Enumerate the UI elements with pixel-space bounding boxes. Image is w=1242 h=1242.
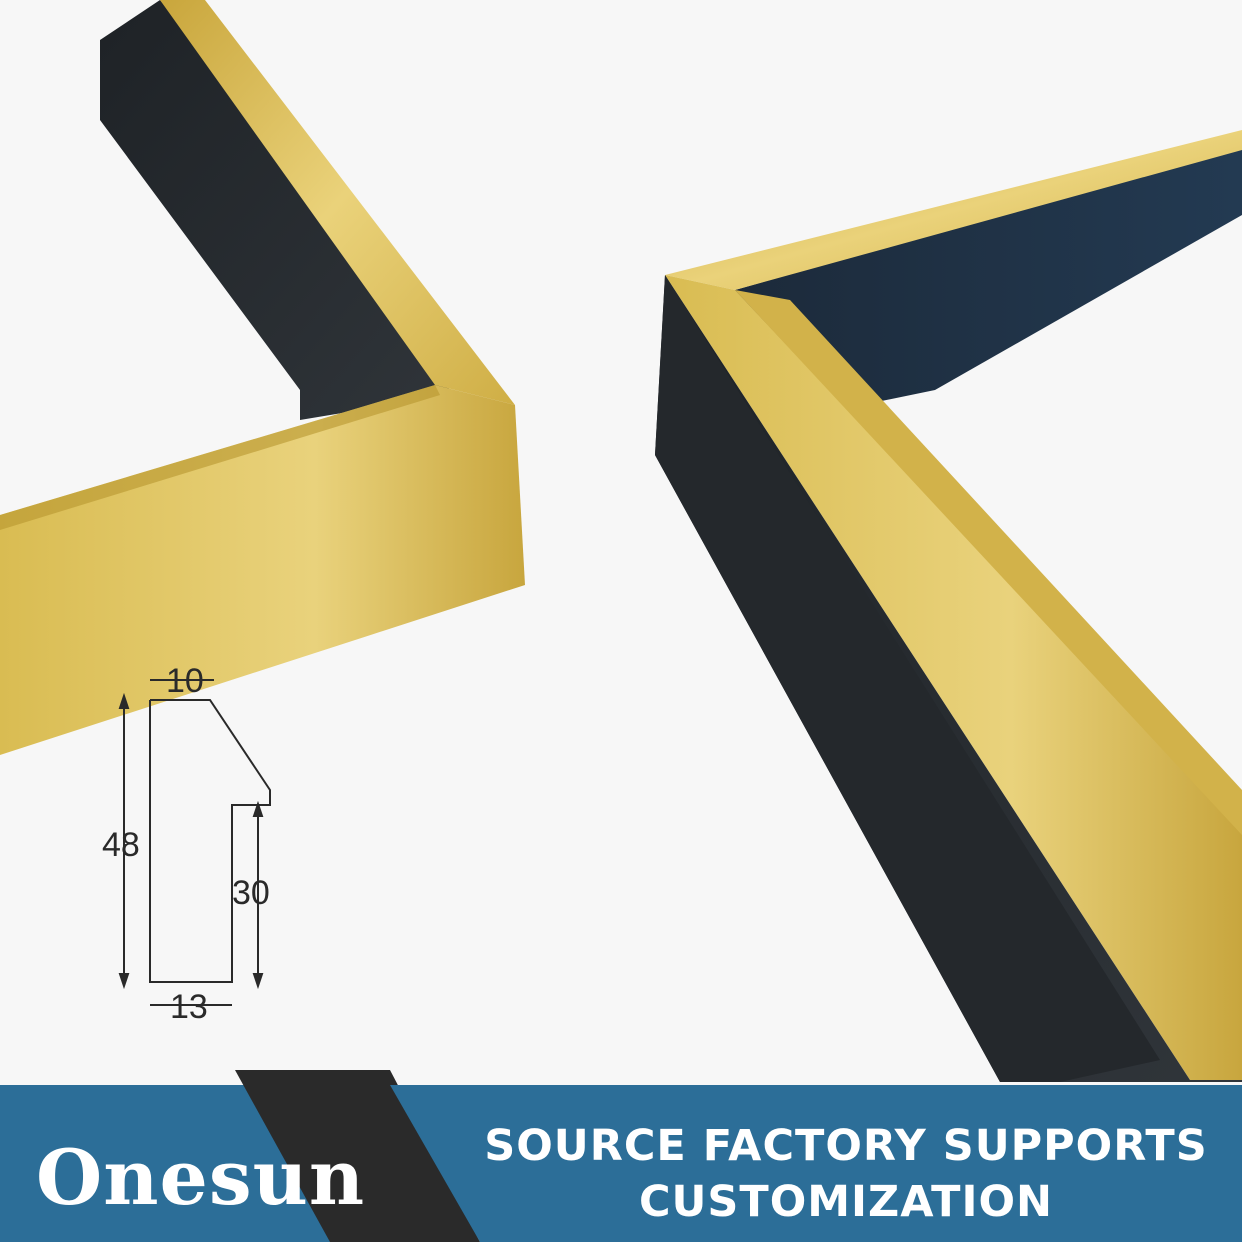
dimension-bottom-width: 13 [170,988,208,1026]
right-frame-gold-bevel [735,290,1242,835]
dimension-top-width: 10 [166,662,204,700]
left-frame-inner-black [100,0,470,420]
right-frame-black-face [655,275,1160,1082]
brand-logo: Onesun [36,1133,366,1222]
right-frame-top-gold [665,130,1242,290]
right-frame-gold-edge [665,275,1242,1080]
banner-blue-right [390,1085,1242,1242]
right-frame-corner [655,130,1242,1082]
dimension-total-height: 48 [102,826,140,864]
left-frame-inner-lip [0,385,440,530]
right-frame-blue-inner [735,145,1242,420]
left-frame-corner [0,0,525,755]
left-frame-top-gold-strip [160,0,515,405]
tagline-line-1: SOURCE FACTORY SUPPORTS [484,1121,1208,1171]
bottom-banner [0,1070,1242,1242]
banner-tagline: SOURCE FACTORY SUPPORTS CUSTOMIZATION [450,1118,1242,1230]
dimension-rabbet-height: 30 [232,874,270,912]
profile-diagram [118,679,271,1006]
profile-outline [149,699,271,983]
tagline-line-2: CUSTOMIZATION [638,1177,1054,1227]
banner-dark-stripe [235,1070,480,1242]
